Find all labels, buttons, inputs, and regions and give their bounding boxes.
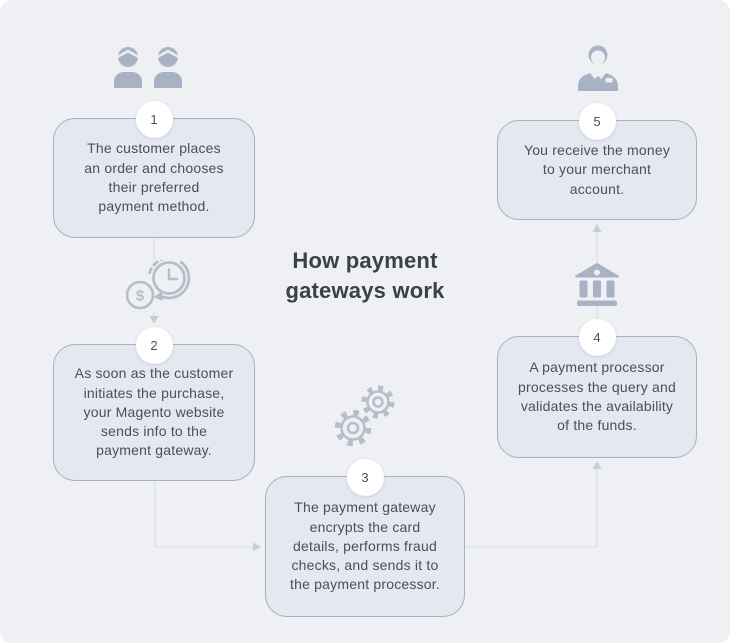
- step-text-4: A payment processor processes the query …: [518, 359, 676, 434]
- processing-gears-icon: [334, 385, 395, 447]
- page-title: How payment gateways work: [285, 248, 445, 303]
- arrowhead-up-icon: [592, 224, 602, 232]
- step-number-badge: 3: [346, 458, 384, 496]
- small-gear: [361, 385, 395, 419]
- step-number-badge: 1: [135, 100, 173, 138]
- bank-building-icon: [575, 263, 619, 307]
- large-gear: [334, 409, 372, 447]
- connector-step2-step3: [154, 482, 253, 548]
- step-text-3: The payment gateway encrypts the card de…: [290, 499, 440, 593]
- step-number-badge: 2: [135, 326, 173, 364]
- step-box-5: 5 You receive the money to your merchant…: [497, 102, 697, 220]
- step-box-4: 4 A payment processor processes the quer…: [497, 318, 697, 458]
- step-box-2: 2 As soon as the customer initiates the …: [53, 326, 255, 481]
- clock-hands: [167, 268, 179, 281]
- step-number-badge: 4: [578, 318, 616, 356]
- customer-figure: [114, 47, 142, 88]
- connector-step3-step4: [465, 469, 598, 548]
- step-text-1: The customer places an order and chooses…: [84, 140, 224, 215]
- step-text-2: As soon as the customer initiates the pu…: [74, 365, 234, 459]
- step-box-1: 1 The customer places an order and choos…: [53, 100, 255, 238]
- arrowhead-right-icon: [253, 542, 261, 552]
- step-box-3: 3 The payment gateway encrypts the card …: [265, 458, 465, 617]
- dollar-sign: $: [136, 288, 145, 305]
- customer-figure: [154, 47, 182, 88]
- name-badge-shape: [605, 78, 613, 83]
- two-customers-icon: [114, 47, 182, 88]
- step-number-badge: 5: [578, 102, 616, 140]
- tie-shape: [595, 76, 601, 88]
- arrow-tip: [153, 291, 163, 301]
- step-text-5: You receive the money to your merchant a…: [523, 142, 671, 197]
- arrowhead-up-icon: [592, 461, 602, 469]
- arrowhead-down-icon: [149, 316, 159, 324]
- merchant-person-icon: [578, 45, 618, 91]
- money-and-clock-icon: $: [126, 260, 191, 312]
